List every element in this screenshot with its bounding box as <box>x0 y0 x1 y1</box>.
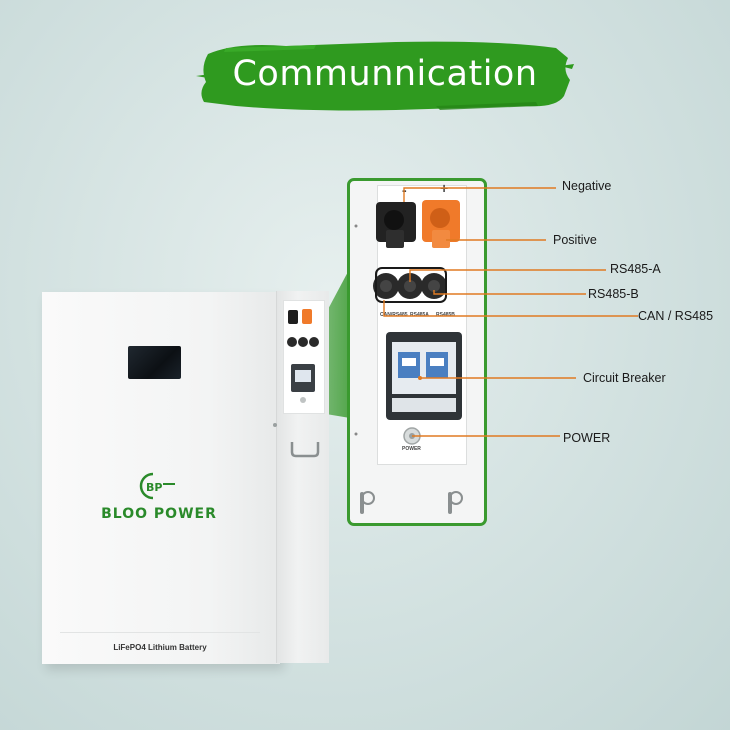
logo-mark: BP <box>146 481 162 494</box>
side-screw-icon <box>273 423 277 427</box>
line-rs485b <box>433 290 586 295</box>
callout-power: POWER <box>563 431 611 445</box>
port-label-can: CAN/RS485 <box>380 312 408 318</box>
line-rs485a <box>409 269 606 282</box>
callout-rs485a: RS485-A <box>610 262 661 276</box>
lcd-display <box>128 346 181 379</box>
callout-can-rs485: CAN / RS485 <box>638 309 714 323</box>
power-button-label: POWER <box>402 446 421 452</box>
callout-positive: Positive <box>553 233 597 247</box>
cabinet-label-plate <box>60 632 260 659</box>
battery-type-label: LiFePO4 Lithium Battery <box>113 643 207 652</box>
page-title: Communnication <box>232 54 538 94</box>
cabinet-handle[interactable] <box>290 440 320 460</box>
brand-name: BLOO POWER <box>101 506 217 522</box>
line-can-rs485 <box>383 300 638 317</box>
port-label-rs485b: RS485B <box>436 312 455 318</box>
line-negative <box>403 187 556 202</box>
callout-negative: Negative <box>562 179 612 193</box>
title-banner: Communnication <box>196 36 574 116</box>
terminal-detail-drawing <box>354 200 463 514</box>
side-panel-components <box>287 309 319 403</box>
brush-stroke-background <box>196 41 574 111</box>
brand-logo-icon: BP <box>139 472 175 500</box>
port-label-rs485a: RS485A <box>410 312 429 318</box>
callout-rs485b: RS485-B <box>588 287 639 301</box>
callout-circuit-breaker: Circuit Breaker <box>583 371 666 385</box>
